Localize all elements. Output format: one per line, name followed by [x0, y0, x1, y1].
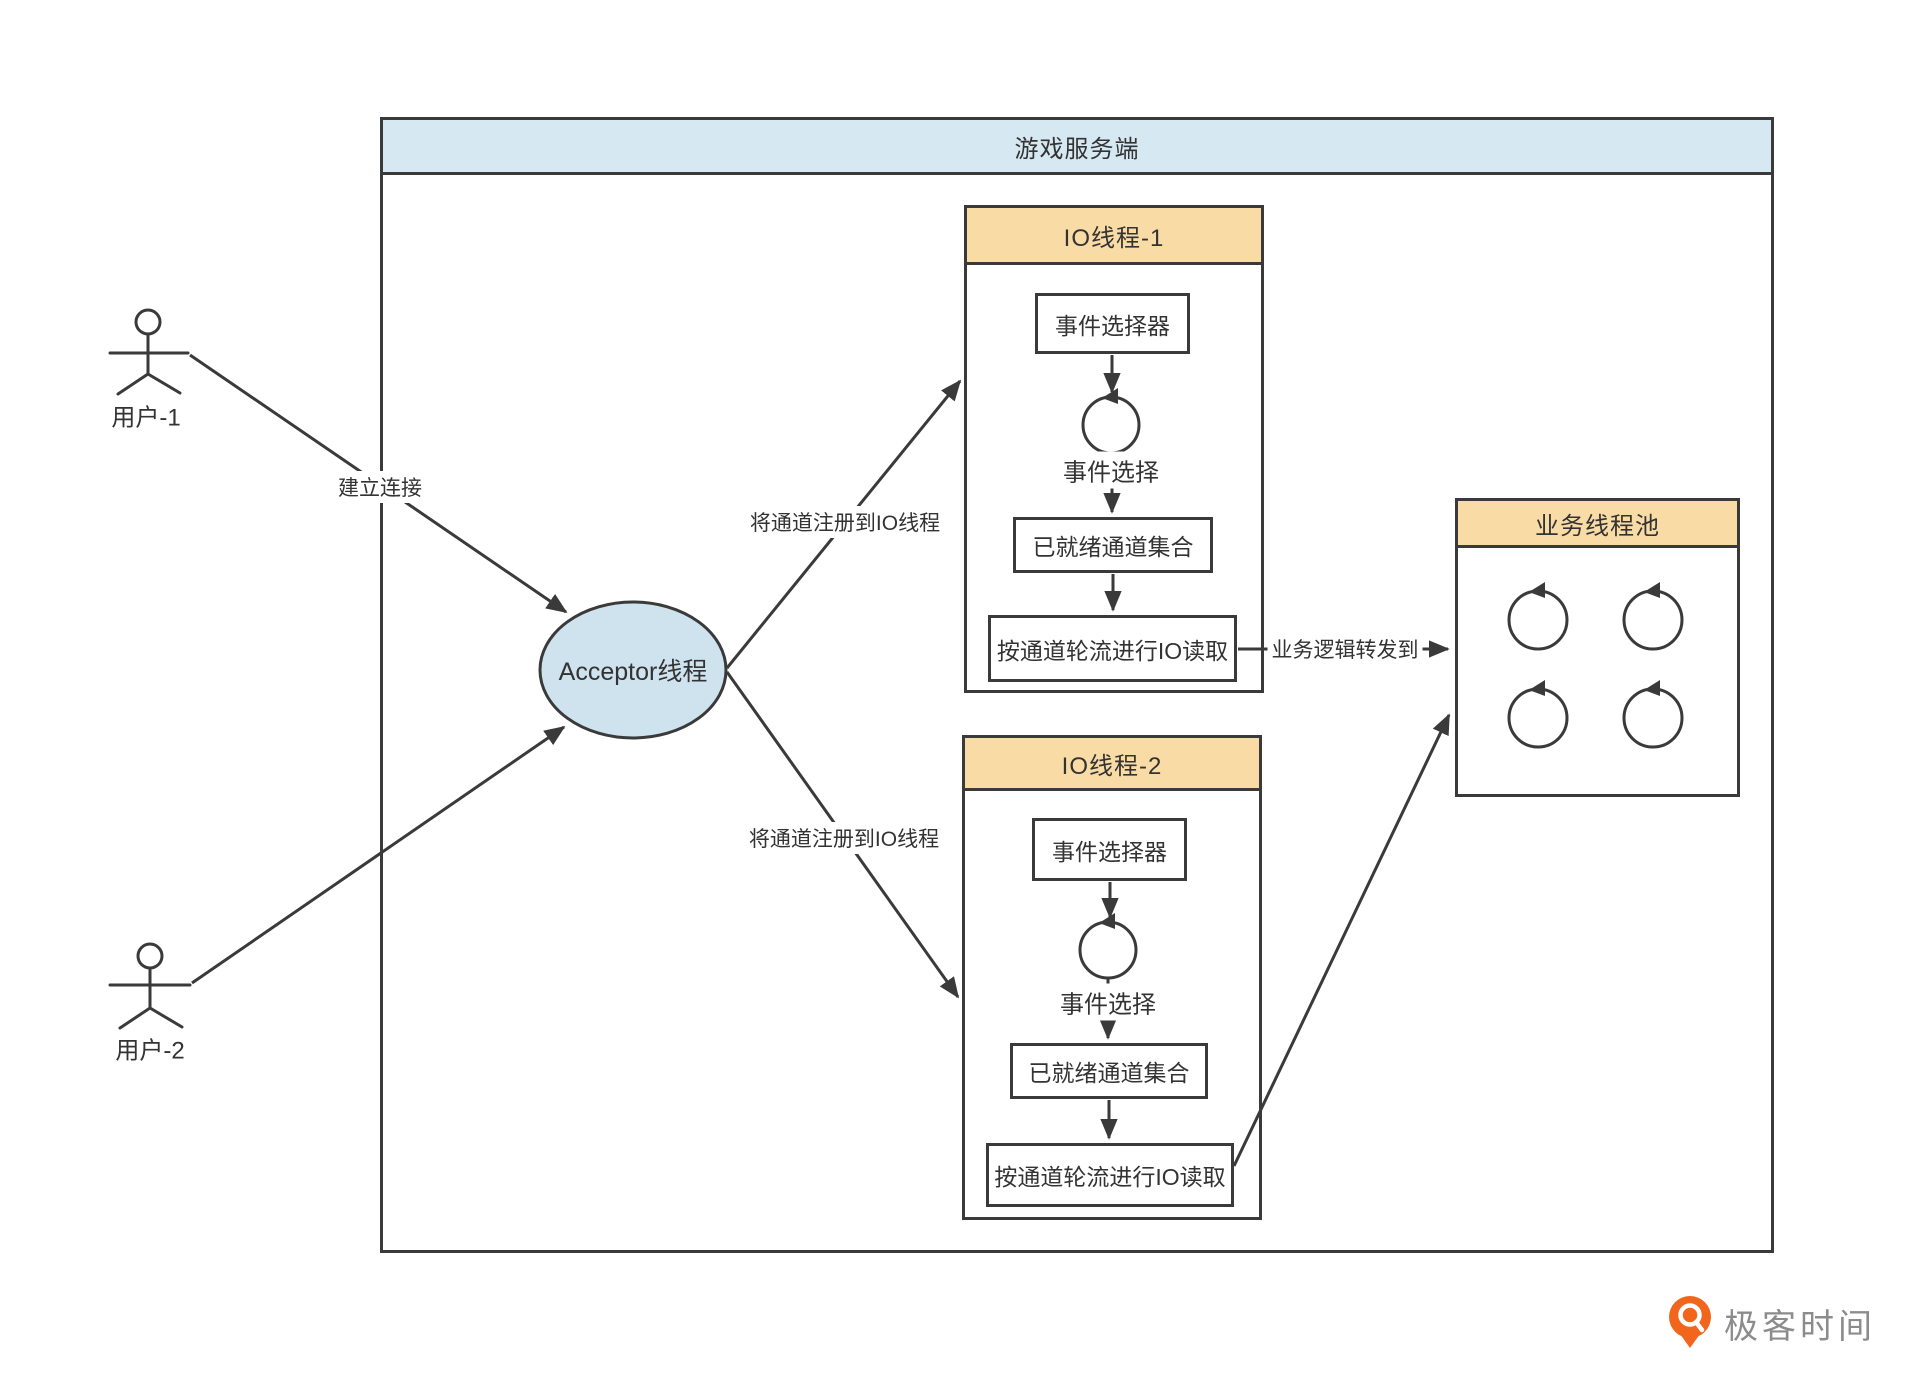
user-2-icon [108, 942, 192, 1030]
edge-label-forward: 业务逻辑转发到 [1267, 633, 1423, 665]
io2-event-selector-label: 事件选择器 [1052, 838, 1167, 865]
io-thread-1-title: IO线程-1 [1063, 224, 1165, 252]
geektime-logo-icon [1669, 1296, 1711, 1348]
io1-read-box: 按通道轮流进行IO读取 [988, 615, 1237, 682]
io1-ready-set-box: 已就绪通道集合 [1013, 517, 1213, 573]
io-thread-2-header: IO线程-2 [965, 738, 1259, 791]
edge-label-connect: 建立连接 [334, 471, 426, 503]
io2-read-label: 按通道轮流进行IO读取 [994, 1164, 1226, 1190]
io2-select-label: 事件选择 [1056, 983, 1160, 1021]
user-2-label: 用户-2 [115, 1037, 185, 1065]
io1-event-selector-box: 事件选择器 [1035, 293, 1190, 354]
io1-ready-set-label: 已就绪通道集合 [1032, 534, 1194, 560]
edge-label-register-io1: 将通道注册到IO线程 [745, 506, 945, 538]
io1-read-label: 按通道轮流进行IO读取 [996, 637, 1229, 664]
acceptor-label: Acceptor线程 [558, 658, 708, 686]
io1-event-selector-label: 事件选择器 [1055, 312, 1170, 339]
business-pool-box: 业务线程池 [1455, 498, 1740, 797]
game-server-header: 游戏服务端 [383, 120, 1771, 175]
business-pool-header: 业务线程池 [1458, 501, 1737, 548]
user-1-label: 用户-1 [111, 404, 181, 432]
io2-ready-set-box: 已就绪通道集合 [1010, 1043, 1208, 1099]
geektime-logo-text: 极客时间 [1724, 1307, 1876, 1346]
game-server-title: 游戏服务端 [1014, 135, 1140, 163]
edge-label-register-io2: 将通道注册到IO线程 [744, 822, 944, 854]
io2-ready-set-label: 已就绪通道集合 [1028, 1060, 1190, 1086]
io-thread-1-header: IO线程-1 [967, 208, 1261, 265]
business-pool-title: 业务线程池 [1535, 512, 1660, 540]
io2-read-box: 按通道轮流进行IO读取 [986, 1143, 1234, 1207]
geektime-logo: 极客时间 [1666, 1294, 1876, 1352]
user-1-icon [108, 308, 190, 396]
io2-event-selector-box: 事件选择器 [1032, 818, 1187, 881]
io-thread-2-title: IO线程-2 [1061, 752, 1163, 780]
io1-select-label: 事件选择 [1059, 451, 1163, 489]
